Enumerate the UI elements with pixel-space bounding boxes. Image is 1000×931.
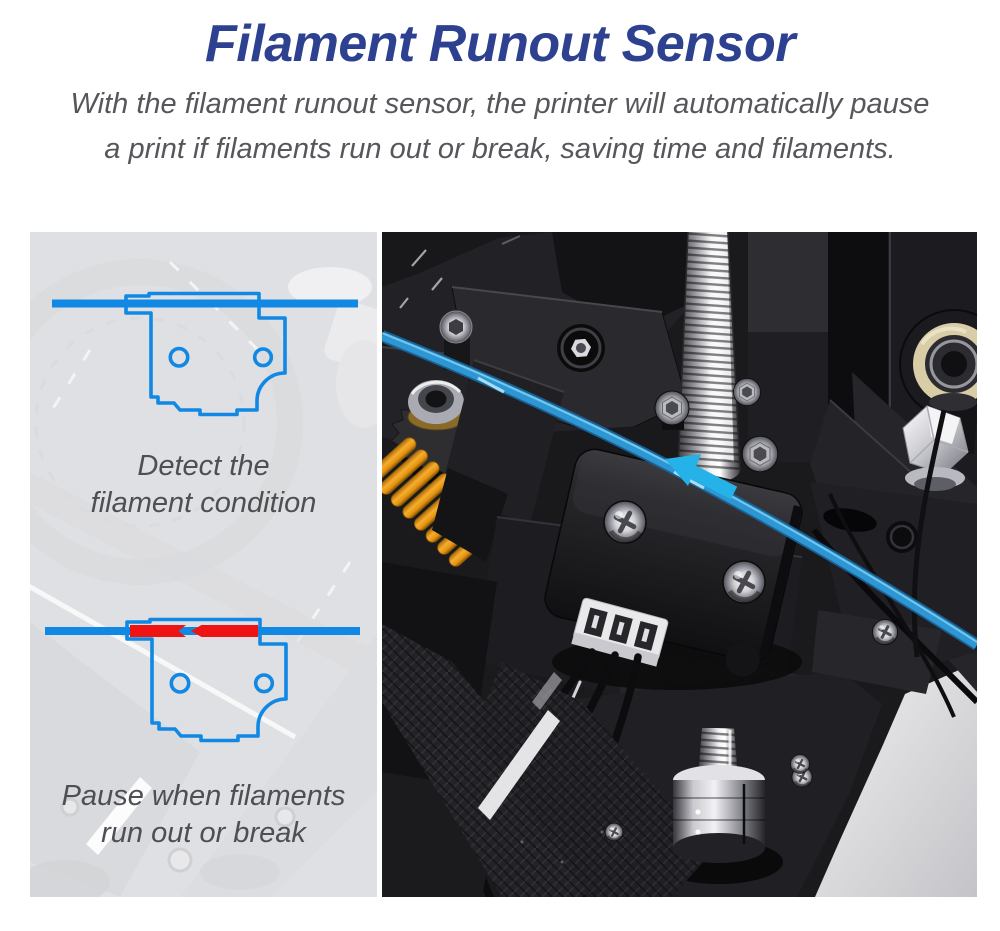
caption-pause-line-2: run out or break [101, 817, 306, 849]
sensor-outline-icon [124, 291, 287, 417]
wheel-hex-bolt [902, 405, 969, 491]
sensor-outline-icon [125, 617, 288, 743]
extruder-spring [382, 437, 508, 604]
surface-glints [399, 249, 443, 309]
caption-detect-line-2: filament condition [90, 487, 317, 519]
caption-detect: Detect the filament condition [30, 448, 377, 522]
shaft-coupler [604, 728, 814, 863]
mount-bolts [654, 377, 779, 473]
diagram-panel: Detect the filament condition Pause when… [30, 232, 377, 897]
page-title: Filament Runout Sensor [205, 15, 795, 73]
subtitle-line-2: a print if filaments run out or break, s… [104, 133, 896, 165]
filament-path [382, 330, 977, 651]
faded-background [30, 259, 377, 897]
subtitle-line-1: With the filament runout sensor, the pri… [70, 88, 930, 120]
caption-pause-line-1: Pause when filaments [61, 780, 346, 812]
braided-cable-sleeve [382, 562, 712, 897]
lead-screw [677, 232, 741, 483]
filament-direction-arrow-icon [665, 454, 738, 500]
content-row: Detect the filament condition Pause when… [30, 232, 977, 897]
caption-pause: Pause when filaments run out or break [30, 778, 377, 852]
filament-detect-diagram [52, 291, 358, 417]
printer-photo-panel [382, 232, 977, 897]
header: Filament Runout Sensor With the filament… [0, 14, 1000, 172]
broken-filament-left [130, 625, 186, 637]
broken-filament-right [191, 625, 258, 637]
caption-detect-line-1: Detect the [137, 450, 270, 482]
filament-break-diagram [45, 617, 360, 743]
subtitle: With the filament runout sensor, the pri… [0, 82, 1000, 172]
printer-photo [382, 232, 977, 897]
